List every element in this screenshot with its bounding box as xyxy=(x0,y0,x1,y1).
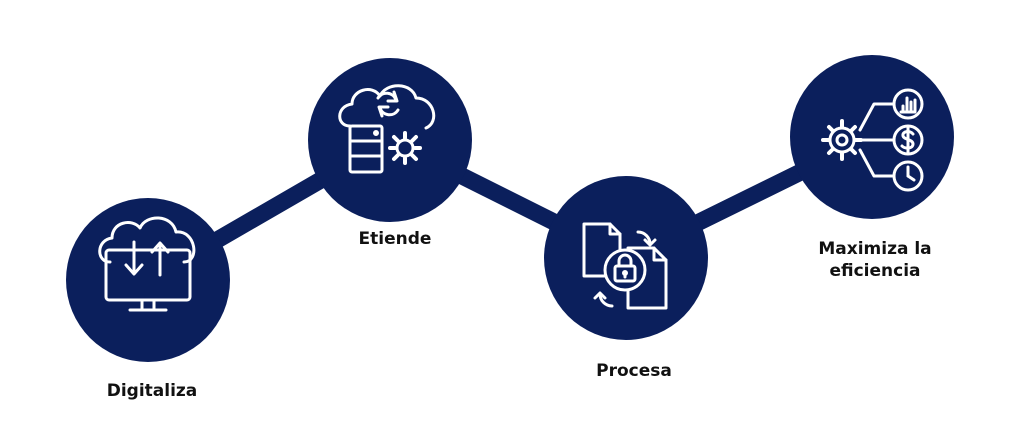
step-circle-procesa xyxy=(544,176,708,340)
gear-chart-dollar-clock-icon xyxy=(821,88,924,192)
step-label-maximiza: Maximiza la eficiencia xyxy=(790,238,960,282)
step-label-procesa: Procesa xyxy=(596,361,672,381)
cloud-monitor-upload-download-icon xyxy=(98,216,196,312)
step-label-maximiza-line1: Maximiza la xyxy=(818,239,932,259)
step-label-digitaliza: Digitaliza xyxy=(106,381,198,401)
step-circle-maximiza xyxy=(790,55,954,219)
step-label-etiende: Etiende xyxy=(358,229,432,249)
step-label-maximiza-line2: eficiencia xyxy=(829,261,921,281)
cloud-server-gear-icon xyxy=(338,84,436,174)
step-circle-digitaliza xyxy=(66,198,230,362)
documents-lock-sync-icon xyxy=(582,222,668,310)
step-circle-etiende xyxy=(308,58,472,222)
